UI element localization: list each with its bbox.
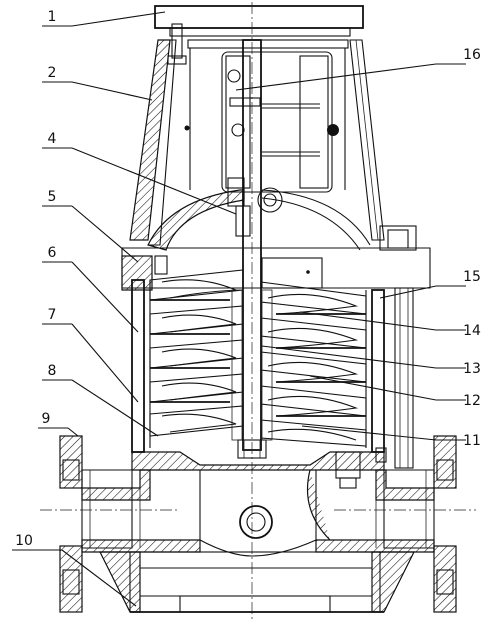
label-14: 14: [463, 323, 481, 339]
label-9: 9: [42, 411, 51, 427]
label-11: 11: [463, 433, 481, 449]
motor-bracket: [129, 23, 385, 246]
part-labels: 1 2 4 5 6 7 8 9 10 11 12 13 14 15 16: [15, 9, 481, 549]
top-plate: [154, 5, 364, 37]
label-10: 10: [15, 533, 33, 549]
impeller-stack: [149, 269, 367, 459]
label-2: 2: [48, 65, 57, 81]
label-6: 6: [48, 245, 57, 261]
label-13: 13: [463, 361, 481, 377]
pump-shaft: [242, 2, 262, 620]
tie-rod: [394, 287, 414, 469]
label-15: 15: [463, 269, 481, 285]
label-7: 7: [48, 307, 57, 323]
label-12: 12: [463, 393, 481, 409]
label-1: 1: [48, 9, 57, 25]
label-5: 5: [48, 189, 57, 205]
pump-base: [40, 435, 476, 613]
label-8: 8: [48, 363, 57, 379]
label-16: 16: [463, 47, 481, 63]
leader-lines: [12, 11, 466, 607]
label-4: 4: [48, 131, 57, 147]
coupling: [221, 51, 339, 193]
